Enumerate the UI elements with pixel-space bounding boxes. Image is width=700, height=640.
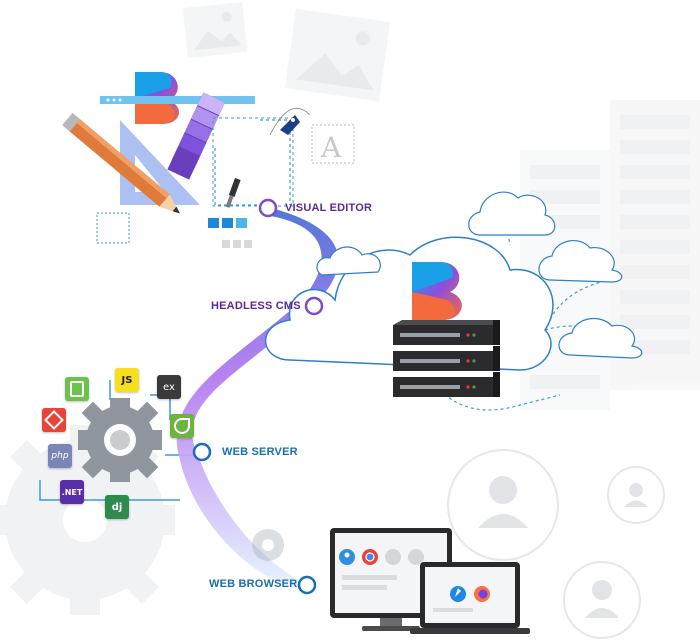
headless-cms-label: HEADLESS CMS	[211, 300, 301, 312]
design-tools-illustration: A	[62, 92, 355, 248]
stage-marker-headless-cms	[304, 296, 324, 316]
stage-marker-web-server	[192, 442, 212, 462]
nodejs-hex-icon	[70, 381, 84, 397]
django-icon: dj	[105, 495, 129, 519]
javascript-label: JS	[121, 374, 133, 386]
nodejs-icon	[65, 377, 89, 401]
visual-editor-label: VISUAL EDITOR	[285, 202, 373, 214]
django-label: dj	[111, 501, 123, 513]
spring-leaf-icon	[174, 418, 190, 434]
laravel-shape-icon	[44, 410, 64, 430]
server-stack	[393, 320, 500, 397]
dotnet-icon: .NET	[60, 480, 84, 504]
dotnet-label: .NET	[61, 487, 83, 497]
svg-text:A: A	[320, 131, 342, 164]
stage-marker-web-browser	[297, 575, 317, 595]
brand-logo-cloud	[412, 262, 462, 320]
small-background-gear	[252, 529, 284, 561]
javascript-icon: JS	[115, 368, 139, 392]
web-browser-label: WEB BROWSER	[209, 578, 298, 590]
server-gear-cluster	[78, 398, 162, 482]
php-label: php	[51, 451, 69, 461]
laravel-icon	[42, 408, 66, 432]
php-icon: php	[48, 444, 72, 468]
express-icon: ex	[157, 375, 181, 399]
laptop	[410, 562, 530, 634]
background-user-avatars	[447, 449, 665, 639]
workflow-ribbon	[176, 207, 339, 589]
web-server-label: WEB SERVER	[222, 446, 298, 458]
express-label: ex	[163, 381, 175, 393]
background-image-placeholders	[182, 2, 391, 102]
stage-marker-visual-editor	[258, 198, 278, 218]
spring-icon	[170, 414, 194, 438]
